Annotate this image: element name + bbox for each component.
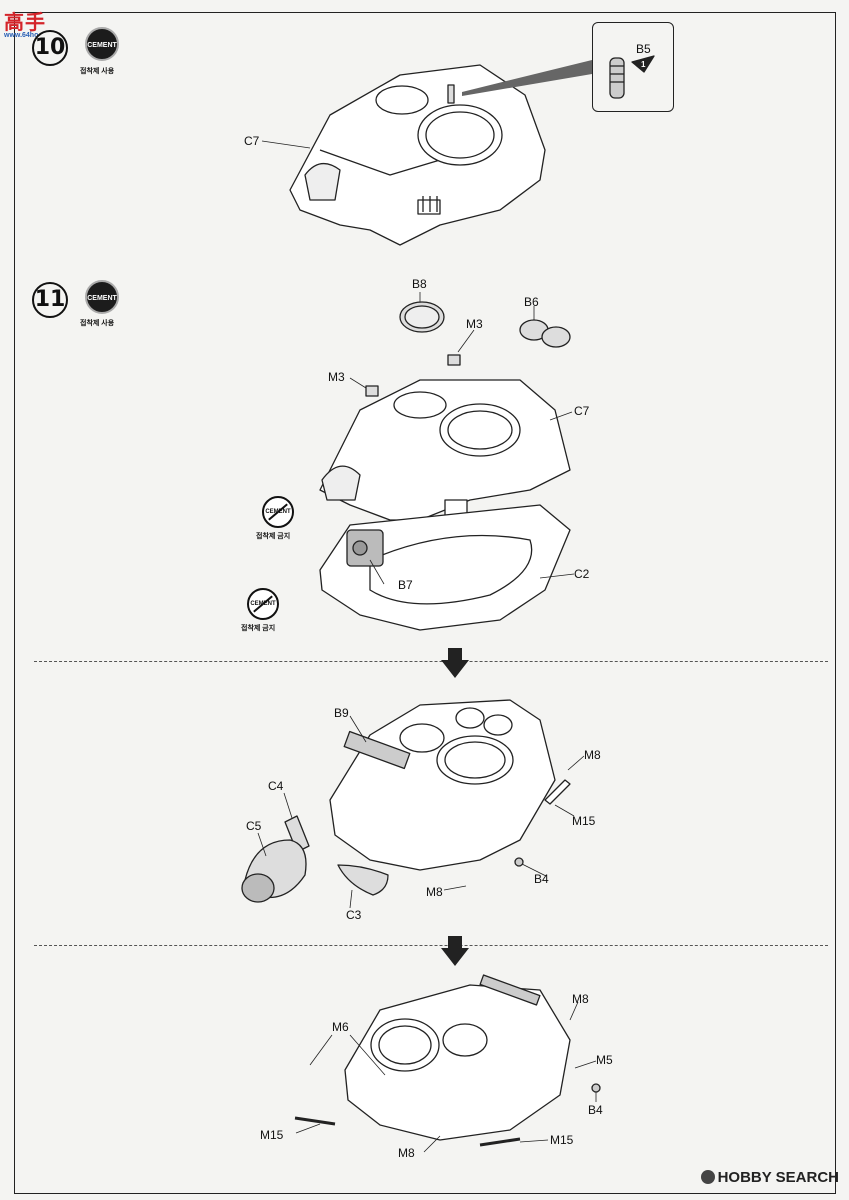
part-label-c5: C5 (246, 819, 262, 833)
watermark-url: www.64ho.com (4, 32, 55, 39)
part-label-m15: M15 (260, 1128, 284, 1142)
down-arrow-icon (441, 648, 469, 678)
part-label-b5: B5 (636, 42, 651, 56)
part-label-m15: M15 (550, 1133, 574, 1147)
watermark-text: HOBBY SEARCH (717, 1169, 839, 1186)
no-cement-icon: CEMENT (262, 496, 294, 528)
part-index-triangle (631, 55, 655, 73)
part-label-c7: C7 (244, 134, 260, 148)
detail-inset (592, 22, 674, 112)
part-m3 (365, 385, 379, 397)
part-label-c7: C7 (574, 404, 590, 418)
cement-icon: CEMENT (85, 280, 119, 314)
cement-forbid-caption: 접착제 금지 (256, 533, 291, 540)
cement-icon: CEMENT (85, 27, 119, 61)
part-label-c2: C2 (574, 567, 590, 581)
watermark-logo: 高手 www.64ho.com (4, 6, 55, 39)
part-label-c3: C3 (346, 908, 362, 922)
part-label-m5: M5 (596, 1053, 613, 1067)
part-label-m8: M8 (572, 992, 589, 1006)
part-label-b6: B6 (524, 295, 539, 309)
part-label-m3: M3 (328, 370, 345, 384)
part-m3 (447, 354, 461, 366)
part-label-m8: M8 (584, 748, 601, 762)
no-cement-icon: CEMENT (247, 588, 279, 620)
part-label-b8: B8 (412, 277, 427, 291)
cement-use-caption: 접착제 사용 (80, 68, 115, 75)
page-frame (14, 12, 836, 1194)
part-label-m8: M8 (398, 1146, 415, 1160)
part-b5-bolt (609, 57, 625, 99)
hull-c2 (319, 504, 571, 631)
part-label-b4: B4 (588, 1103, 603, 1117)
part-m15 (544, 779, 571, 805)
part-label-b9: B9 (334, 706, 349, 720)
step-number-11: 11 (32, 282, 68, 318)
part-c3 (337, 864, 389, 896)
section-divider (34, 945, 828, 946)
part-b9 (343, 730, 411, 770)
section-divider (34, 661, 828, 662)
part-label-b4: B4 (534, 872, 549, 886)
watermark-text: 高手 (4, 12, 46, 34)
turret-stage3 (344, 984, 571, 1141)
part-label-b7: B7 (398, 578, 413, 592)
part-label-m3: M3 (466, 317, 483, 331)
down-arrow-icon (441, 936, 469, 966)
part-label-m8: M8 (426, 885, 443, 899)
hobbysearch-logo-icon (700, 1170, 715, 1184)
part-label-m6: M6 (332, 1020, 349, 1034)
part-b4 (514, 857, 524, 867)
part-label-c4: C4 (268, 779, 284, 793)
step-number-10: 10 (32, 30, 68, 66)
watermark-hobbysearch: HOBBY SEARCH (700, 1169, 839, 1186)
cement-forbid-caption: 접착제 금지 (241, 625, 276, 632)
part-label-m15: M15 (572, 814, 596, 828)
turret-stage2 (329, 699, 556, 871)
cement-use-caption: 접착제 사용 (80, 320, 115, 327)
part-index-label: 1 (641, 60, 646, 69)
